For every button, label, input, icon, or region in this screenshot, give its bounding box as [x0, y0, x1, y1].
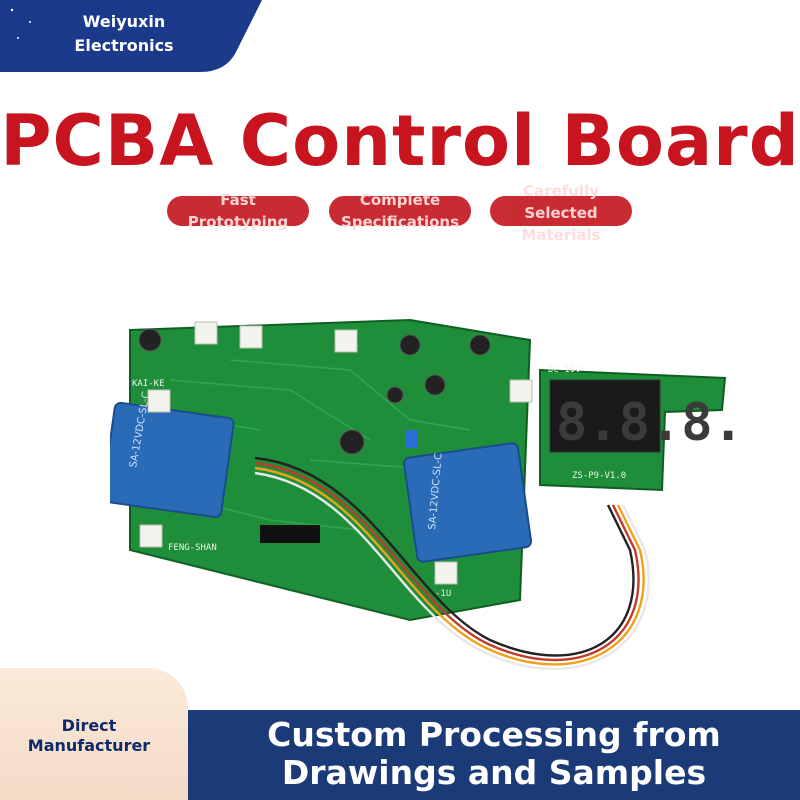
silkscreen-dc16v: DC-16V	[548, 365, 581, 375]
footer-left-line2: Manufacturer	[27, 736, 151, 755]
feature-badge-line2: Selected	[524, 204, 598, 222]
feature-badge-line2: Prototyping	[187, 213, 289, 231]
feature-badge-fast-prototyping: Fast Prototyping	[167, 191, 309, 231]
silkscreen-feng-shan: FENG-SHAN	[168, 543, 217, 553]
footer-left-line1: Direct	[61, 716, 117, 735]
footer-right-line1: Custom Processing from	[267, 715, 721, 754]
feature-badge-line1: Complete	[359, 191, 441, 209]
feature-badge-line3: Materials	[521, 226, 601, 244]
silkscreen-version: ZS-P9-V1.0	[572, 471, 626, 481]
feature-badge-selected-materials: Carefully Selected Materials	[490, 182, 632, 244]
direct-manufacturer-label: Direct Manufacturer	[14, 716, 164, 756]
feature-badge-complete-specifications: Complete Specifications	[329, 191, 471, 231]
pcba-board-illustration: SA-12VDC-SL-C SA-12VDC-SL-C 8.8.8.	[101, 318, 744, 671]
feature-badge-line1: Carefully	[523, 182, 599, 200]
seven-segment-display: 8.8.8.	[556, 393, 740, 453]
feature-badge-line2: Specifications	[340, 213, 460, 231]
footer-left-panel: Direct Manufacturer	[0, 668, 188, 800]
feature-badge-line1: Fast	[220, 191, 256, 209]
silkscreen-kai-ke: KAI-KE	[132, 379, 165, 389]
brand-name: Weiyuxin Electronics	[44, 10, 204, 58]
pcba-board-image: SA-12VDC-SL-C SA-12VDC-SL-C 8.8.8.	[101, 300, 744, 680]
brand-tab: Weiyuxin Electronics	[0, 0, 262, 72]
brand-tab-shape	[0, 0, 262, 72]
footer-right-line2: Drawings and Samples	[281, 753, 707, 792]
footer-right-panel: Custom Processing from Drawings and Samp…	[188, 710, 800, 800]
custom-processing-slogan: Custom Processing from Drawings and Samp…	[188, 716, 800, 792]
brand-name-line1: Weiyuxin	[82, 12, 166, 31]
page-title: PCBA Control Board	[0, 100, 800, 182]
brand-name-line2: Electronics	[74, 36, 174, 55]
silkscreen-1u: -1U	[435, 589, 451, 599]
footer-banner: Direct Manufacturer Custom Processing fr…	[0, 668, 800, 800]
